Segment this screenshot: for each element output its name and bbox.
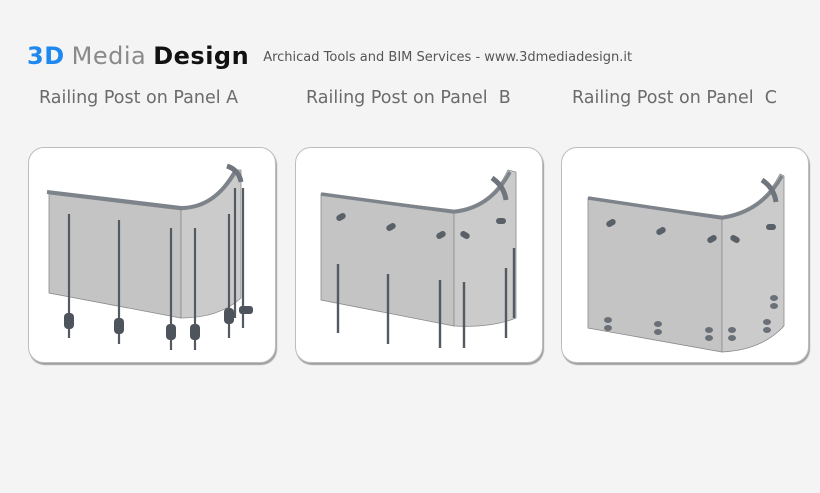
panel-b-title: Railing Post on Panel B — [306, 88, 511, 108]
railing-panel-c-image — [587, 173, 785, 353]
railing-panel-a-image — [46, 163, 253, 350]
logo-design: Design — [153, 42, 250, 70]
logo-media: Media — [71, 42, 147, 70]
panel-c-card — [561, 147, 809, 363]
tagline: Archicad Tools and BIM Services - www.3d… — [263, 50, 633, 65]
panel-c-title: Railing Post on Panel C — [572, 88, 777, 108]
panel-a-title: Railing Post on Panel A — [39, 88, 239, 108]
logo-3d: 3D — [27, 42, 65, 70]
railing-panel-b-image — [320, 169, 517, 348]
header: 3D Media Design Archicad Tools and BIM S… — [27, 36, 632, 68]
panel-a-card — [28, 147, 276, 363]
logo: 3D Media Design — [27, 44, 249, 68]
panel-b-card — [295, 147, 543, 363]
